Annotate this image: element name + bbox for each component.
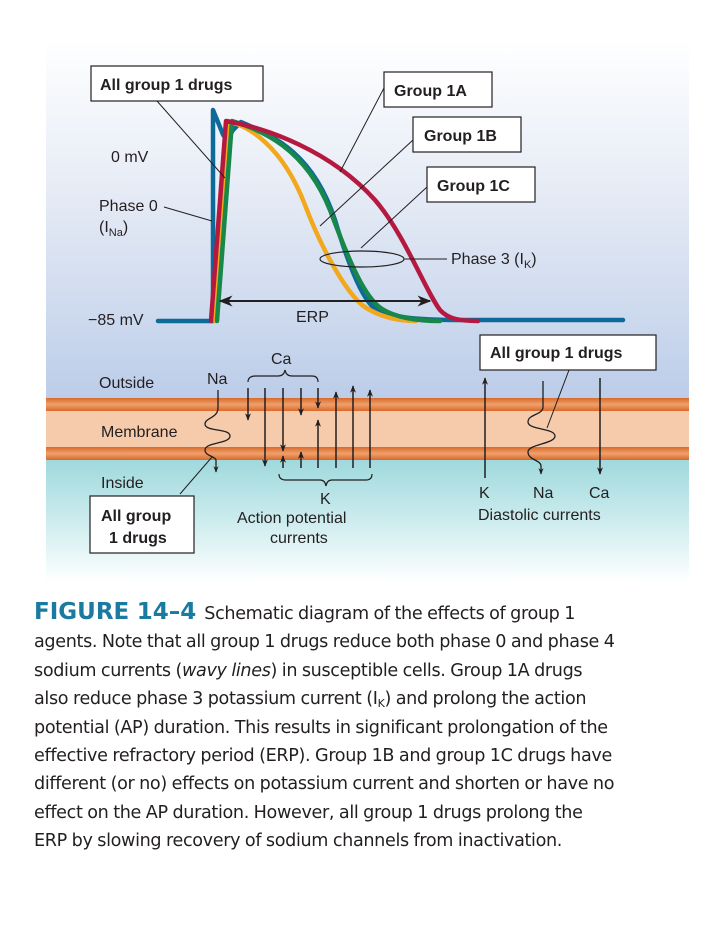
caption-line-1: FIGURE 14–4 Schematic diagram of the effe… bbox=[34, 598, 714, 628]
diastolic-currents-label: Diastolic currents bbox=[478, 507, 601, 524]
all-group1-bottom-callout: All group 1 drugs bbox=[89, 456, 213, 554]
membrane bbox=[46, 398, 689, 460]
svg-text:All group: All group bbox=[101, 508, 171, 525]
caption-italic: wavy lines bbox=[182, 660, 271, 681]
phase0-leader bbox=[163, 206, 213, 222]
svg-text:Na: Na bbox=[207, 371, 228, 388]
figure-number: FIGURE 14–4 bbox=[34, 599, 197, 625]
inside-label: Inside bbox=[101, 475, 144, 492]
phase0-current-label: (INa) bbox=[99, 219, 128, 239]
group-1a-callout: Group 1A bbox=[339, 71, 493, 173]
erp-label: ERP bbox=[296, 309, 329, 326]
minus85-mv-label: −85 mV bbox=[88, 312, 144, 329]
all-group1-top-callout: All group 1 drugs bbox=[90, 65, 264, 179]
group-1c-callout: Group 1C bbox=[360, 166, 536, 249]
caption-text: ) and prolong the action bbox=[384, 689, 587, 710]
caption-line-5: potential (AP) duration. This results in… bbox=[34, 717, 608, 738]
outside-label: Outside bbox=[99, 375, 154, 392]
action-potential-traces bbox=[155, 107, 626, 324]
caption-line-2: agents. Note that all group 1 drugs redu… bbox=[34, 632, 615, 653]
ap-sodium-current: Na bbox=[204, 371, 231, 473]
calcium-brace: Ca bbox=[247, 351, 319, 383]
svg-text:1 drugs: 1 drugs bbox=[109, 530, 167, 547]
caption-subscript: K bbox=[377, 697, 385, 711]
caption-line-4: also reduce phase 3 potassium current (I… bbox=[34, 685, 714, 713]
ap-current-arrows bbox=[245, 385, 373, 468]
svg-text:Group 1C: Group 1C bbox=[437, 178, 510, 195]
svg-text:Group 1B: Group 1B bbox=[424, 128, 497, 145]
group-1a-ap-trace bbox=[208, 118, 481, 324]
phase3-label: Phase 3 (IK) bbox=[451, 251, 537, 271]
diastolic-currents bbox=[482, 377, 603, 478]
caption-line-8: effect on the AP duration. However, all … bbox=[34, 802, 583, 823]
group1-antiarrhythmic-diagram: ERP Phase 3 (IK) 0 mV −85 mV Phase 0 (IN… bbox=[46, 40, 689, 582]
caption-text: Schematic diagram of the effects of grou… bbox=[204, 604, 576, 624]
group-1c-ap-trace bbox=[214, 118, 443, 324]
svg-text:Ca: Ca bbox=[271, 351, 292, 368]
svg-text:Group 1A: Group 1A bbox=[394, 83, 467, 100]
caption-line-3: sodium currents (wavy lines) in suscepti… bbox=[34, 657, 714, 685]
svg-text:All group 1 drugs: All group 1 drugs bbox=[490, 345, 623, 362]
ap-currents-label-2: currents bbox=[270, 530, 328, 547]
group-1b-callout: Group 1B bbox=[319, 116, 522, 227]
potassium-brace: K bbox=[278, 473, 373, 508]
figure-caption: FIGURE 14–4 Schematic diagram of the effe… bbox=[34, 598, 714, 856]
diastolic-na-label: Na bbox=[533, 485, 554, 502]
caption-line-7: different (or no) effects on potassium c… bbox=[34, 774, 615, 795]
membrane-label: Membrane bbox=[101, 424, 178, 441]
group-1b-ap-trace bbox=[212, 118, 419, 324]
diastolic-k-label: K bbox=[479, 485, 490, 502]
svg-text:K: K bbox=[320, 491, 331, 508]
zero-mv-label: 0 mV bbox=[111, 149, 149, 166]
svg-text:All group 1 drugs: All group 1 drugs bbox=[100, 77, 233, 94]
all-group1-right-callout: All group 1 drugs bbox=[479, 334, 657, 429]
caption-line-6: effective refractory period (ERP). Group… bbox=[34, 746, 612, 767]
ap-currents-label-1: Action potential bbox=[237, 510, 346, 527]
diastolic-ca-label: Ca bbox=[589, 485, 610, 502]
caption-line-9: ERP by slowing recovery of sodium channe… bbox=[34, 831, 563, 852]
phase0-label: Phase 0 bbox=[99, 198, 158, 215]
diastolic-na-wavy bbox=[527, 381, 556, 475]
caption-text: ) in susceptible cells. Group 1A drugs bbox=[270, 660, 583, 681]
caption-text: also reduce phase 3 potassium current (I bbox=[34, 689, 378, 710]
caption-text: sodium currents ( bbox=[34, 660, 183, 681]
